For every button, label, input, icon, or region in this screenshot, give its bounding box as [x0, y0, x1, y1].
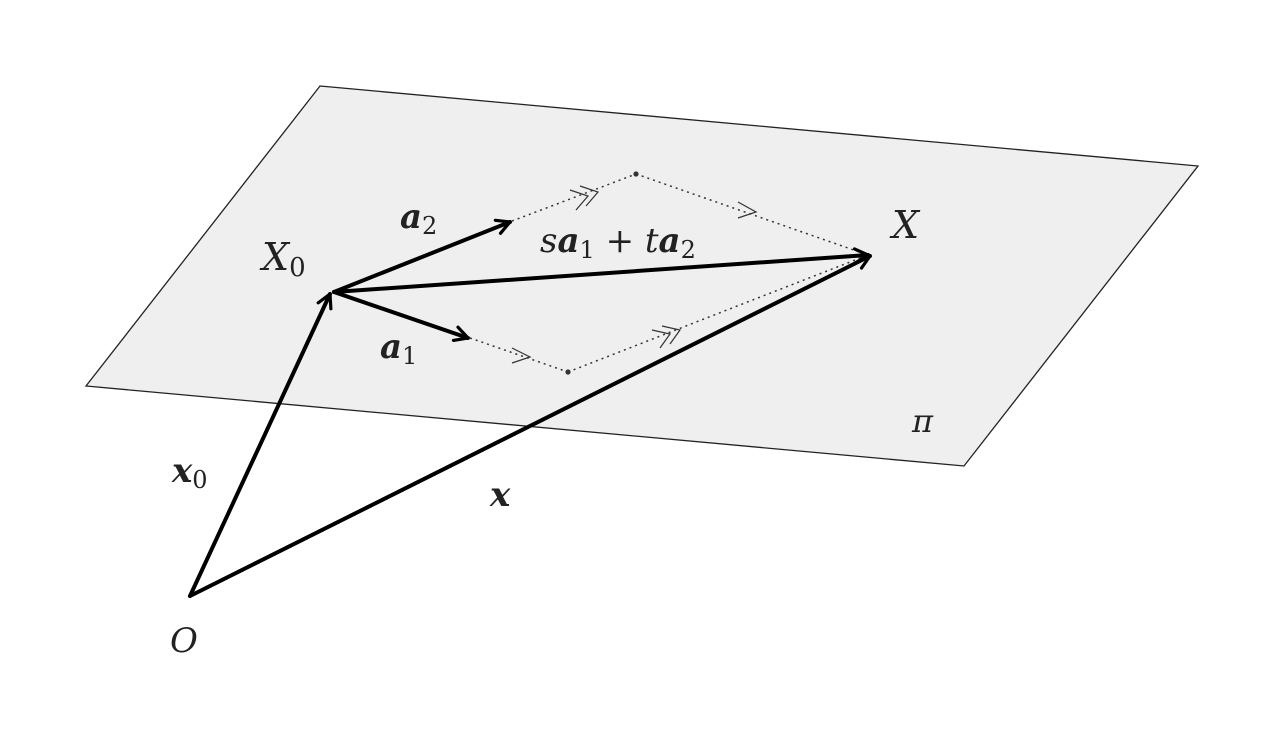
double-arrow-tick-upper — [569, 185, 600, 211]
label-vector-x0: x0 — [171, 451, 208, 494]
label-plane-pi: π — [911, 402, 934, 440]
label-vector-a2: a2 — [400, 197, 437, 240]
dotted-upper-a1 — [635, 173, 869, 256]
vector-a2 — [332, 218, 512, 294]
label-point-x: X — [889, 203, 921, 247]
vector-sa1-ta2 — [332, 247, 870, 294]
arrow-tick-lower-left — [511, 347, 532, 364]
arrow-tick-upper-right — [737, 201, 758, 219]
label-combination: sa1 + ta2 — [540, 221, 696, 264]
vector-x0 — [188, 292, 333, 598]
vector-a1 — [332, 290, 470, 342]
plane-pi — [84, 85, 1200, 467]
vertex-dot-lower — [565, 369, 571, 375]
label-point-x0: X0 — [259, 235, 306, 283]
label-origin: O — [170, 621, 198, 661]
double-arrow-tick-lower — [651, 325, 682, 349]
dotted-upper-a2 — [511, 173, 637, 222]
label-vector-x: x — [489, 475, 511, 515]
vertex-dot-upper — [633, 171, 639, 177]
vector-x — [188, 253, 872, 598]
label-vector-a1: a1 — [380, 327, 417, 370]
